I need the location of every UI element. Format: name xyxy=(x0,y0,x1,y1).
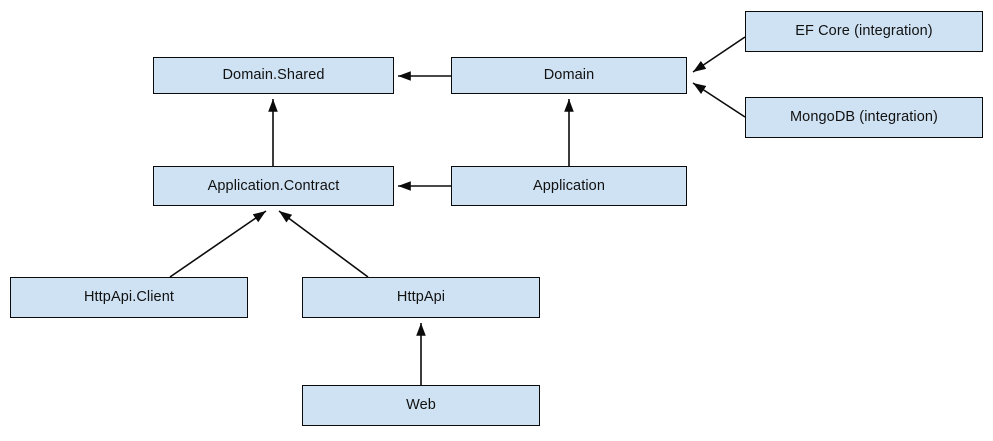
edge-mongodb-to-domain xyxy=(692,82,746,118)
node-label-application-contract: Application.Contract xyxy=(207,177,340,194)
node-label-mongodb: MongoDB (integration) xyxy=(790,109,938,126)
node-label-application: Application xyxy=(532,177,606,194)
node-httpapi-client[interactable]: HttpApi.Client xyxy=(10,277,248,318)
node-ef-core-integration[interactable]: EF Core (integration) xyxy=(745,11,983,52)
node-mongodb-integration[interactable]: MongoDB (integration) xyxy=(745,97,983,138)
edge-httpapi-to-application-contract xyxy=(278,210,369,278)
node-domain-shared[interactable]: Domain.Shared xyxy=(153,57,394,94)
node-httpapi[interactable]: HttpApi xyxy=(302,277,540,318)
node-label-ef-core: EF Core (integration) xyxy=(795,23,933,40)
node-label-web: Web xyxy=(406,397,436,414)
node-application-contract[interactable]: Application.Contract xyxy=(153,166,394,206)
node-application[interactable]: Application xyxy=(451,166,687,206)
node-label-httpapi: HttpApi xyxy=(396,289,446,306)
node-label-domain: Domain xyxy=(543,67,595,84)
edge-ef-core-to-domain xyxy=(692,36,746,73)
node-label-httpapi-client: HttpApi.Client xyxy=(83,289,175,306)
edge-httpapi-client-to-application-contract xyxy=(169,210,267,278)
node-domain[interactable]: Domain xyxy=(451,57,687,94)
node-label-domain-shared: Domain.Shared xyxy=(222,67,325,84)
node-web[interactable]: Web xyxy=(302,385,540,426)
